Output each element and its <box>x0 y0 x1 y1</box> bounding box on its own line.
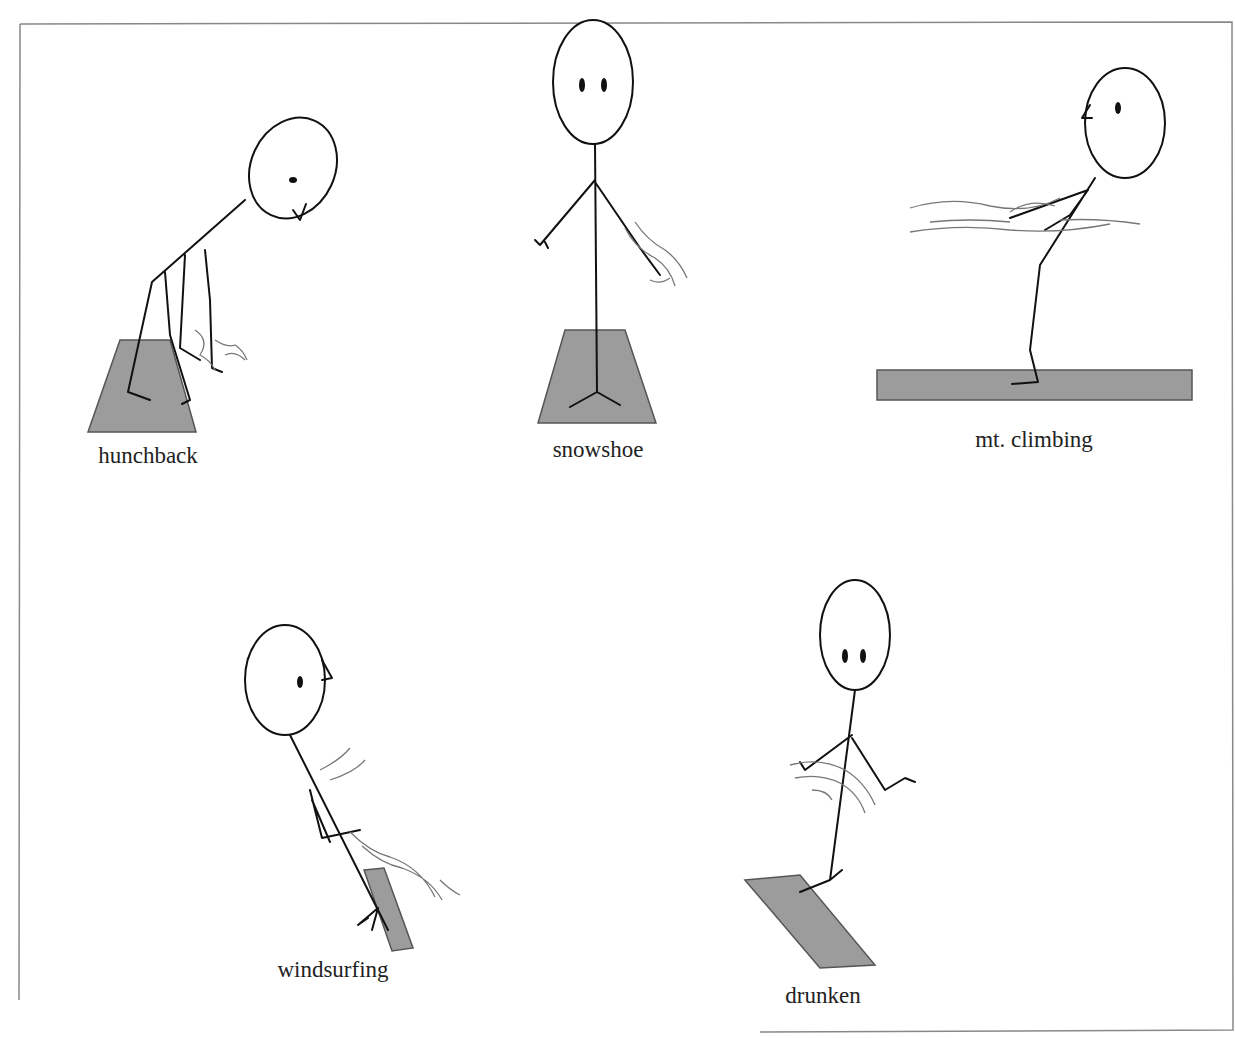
eye <box>289 177 297 183</box>
motion-lines <box>195 330 247 370</box>
head <box>233 103 353 233</box>
snowshoe-figure <box>535 20 687 423</box>
figure-label: hunchback <box>98 444 198 467</box>
platform <box>364 868 413 951</box>
head <box>1085 68 1165 178</box>
platform <box>88 340 196 432</box>
stick-body <box>128 200 245 404</box>
figure-label: snowshoe <box>553 438 644 461</box>
nose <box>322 660 332 680</box>
eye <box>842 649 848 663</box>
eye <box>297 676 303 688</box>
motion-lines <box>790 762 875 813</box>
stick-body <box>535 144 660 407</box>
drunken-figure <box>745 580 915 968</box>
stick-body <box>290 735 388 930</box>
head <box>820 580 890 690</box>
motion-lines <box>910 198 1140 232</box>
eye <box>860 649 866 663</box>
nose <box>1082 105 1092 118</box>
nose <box>293 204 306 220</box>
motion-lines <box>625 222 687 286</box>
head <box>245 625 325 735</box>
frame-border <box>19 22 1233 1032</box>
platform <box>877 370 1192 400</box>
head <box>553 20 633 144</box>
climbing-figure <box>877 68 1192 400</box>
eye <box>601 78 607 92</box>
eye <box>1115 102 1121 114</box>
hunchback-figure <box>88 103 353 432</box>
figure-label: windsurfing <box>277 958 388 981</box>
windsurfing-figure <box>245 625 460 951</box>
figure-label: mt. climbing <box>975 428 1093 451</box>
eye <box>579 78 585 92</box>
motion-lines <box>320 748 460 900</box>
figure-label: drunken <box>785 984 860 1007</box>
